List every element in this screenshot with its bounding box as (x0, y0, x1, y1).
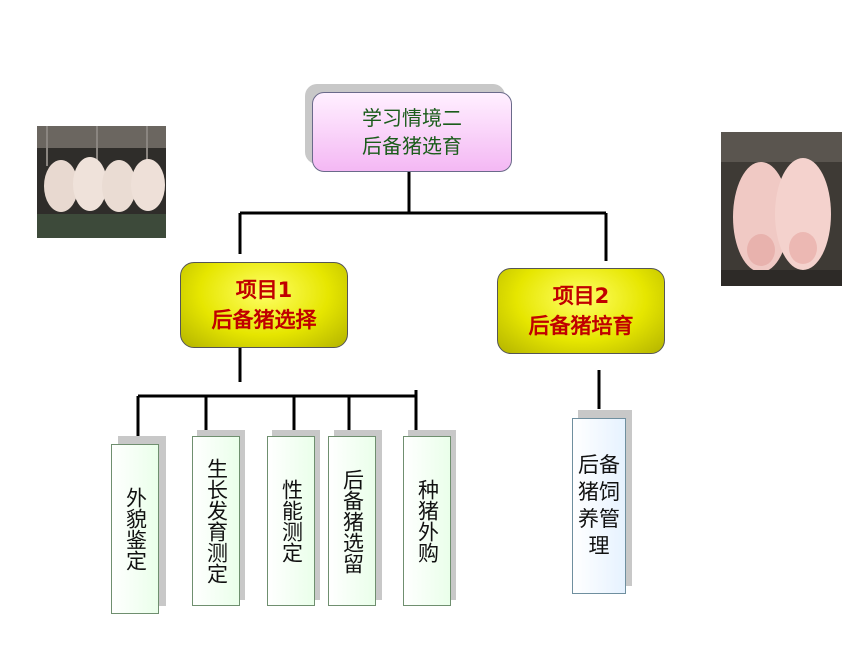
project1-title-line1: 项目1 (235, 278, 293, 302)
project2-title-line2: 后备猪培育 (528, 314, 634, 338)
project2-node: 项目2 后备猪培育 (497, 268, 665, 354)
project1-title-line2: 后备猪选择 (211, 308, 317, 332)
leaf-gilt-feeding-management: 后备猪饲养管理 (572, 418, 626, 594)
root-title-line2: 后备猪选育 (362, 134, 462, 158)
pigs-rear-view-photo-right (721, 132, 842, 286)
project1-node: 项目1 后备猪选择 (180, 262, 348, 348)
leaf-label: 种猪外购 (415, 479, 440, 563)
leaf-breeding-stock-purchase: 种猪外购 (403, 436, 451, 606)
leaf-label: 后备猪选留 (340, 468, 365, 574)
leaf-growth-measurement: 生长发育测定 (192, 436, 240, 606)
leaf-label: 后备猪饲养管理 (578, 453, 620, 558)
leaf-label: 外貌鉴定 (123, 487, 148, 571)
leaf-gilt-retention: 后备猪选留 (328, 436, 376, 606)
leaf-label: 生长发育测定 (204, 458, 229, 584)
leaf-performance-test: 性能测定 (267, 436, 315, 606)
leaf-label: 性能测定 (279, 479, 304, 563)
root-node: 学习情境二 后备猪选育 (312, 92, 512, 172)
root-title-line1: 学习情境二 (362, 106, 462, 130)
project2-title-line1: 项目2 (552, 284, 610, 308)
leaf-appearance-assessment: 外貌鉴定 (111, 444, 159, 614)
pigs-rear-view-photo-left (37, 126, 166, 238)
